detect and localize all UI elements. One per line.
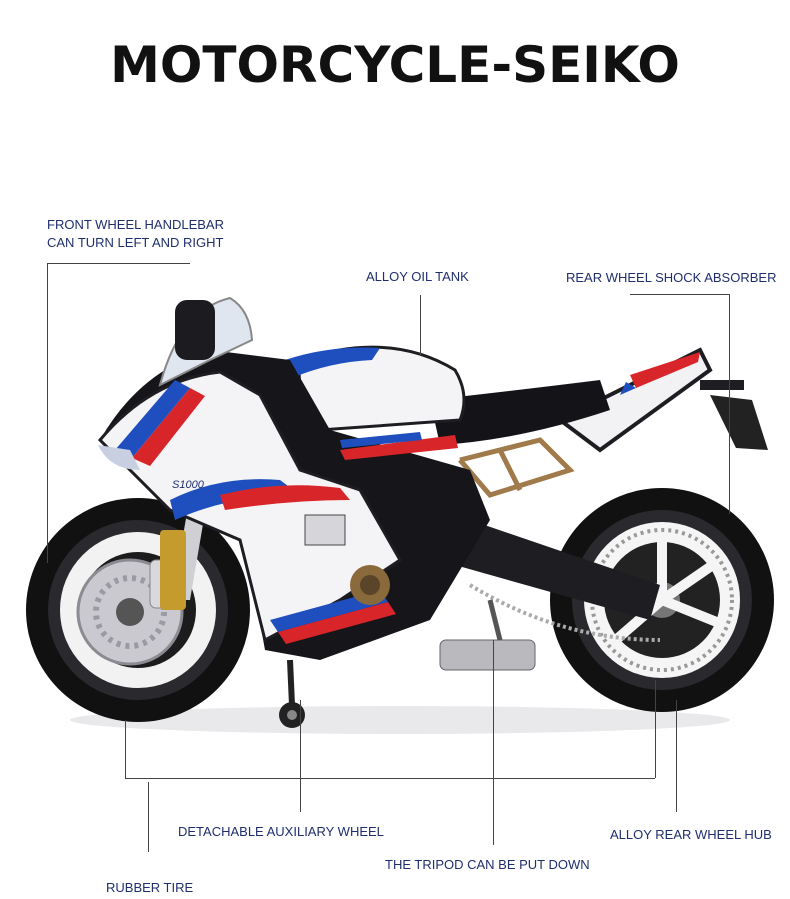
callout-line-shock-h [630,294,730,295]
label-rubber-tire: RUBBER TIRE [106,880,194,895]
page-title: MOTORCYCLE-SEIKO [110,36,680,94]
callout-line-front-v [47,263,48,563]
front-wheel [26,498,250,722]
callout-line-oiltank [420,295,421,355]
callout-line-bottom-left-v [125,720,126,778]
label-front-wheel-line2: CAN TURN LEFT AND RIGHT [47,235,224,250]
label-tripod: THE TRIPOD CAN BE PUT DOWN [385,857,590,872]
callout-line-hub [676,700,677,812]
label-front-wheel-line1: FRONT WHEEL HANDLEBAR [47,217,224,232]
label-rear-shock: REAR WHEEL SHOCK ABSORBER [566,270,777,285]
bike-model-text: S1000 [172,479,205,491]
callout-line-aux [300,700,301,812]
callout-line-bottom-h [125,778,655,779]
label-oil-tank: ALLOY OIL TANK [366,269,469,284]
label-aux-wheel: DETACHABLE AUXILIARY WHEEL [178,824,384,839]
callout-line-tire [148,782,149,852]
callout-line-tripod [493,640,494,845]
callout-line-front-h [47,263,190,264]
label-front-wheel: FRONT WHEEL HANDLEBAR CAN TURN LEFT AND … [47,216,224,252]
callout-line-shock-v [729,294,730,514]
label-rear-hub: ALLOY REAR WHEEL HUB [610,827,772,842]
callout-line-bottom-right-v [655,680,656,778]
